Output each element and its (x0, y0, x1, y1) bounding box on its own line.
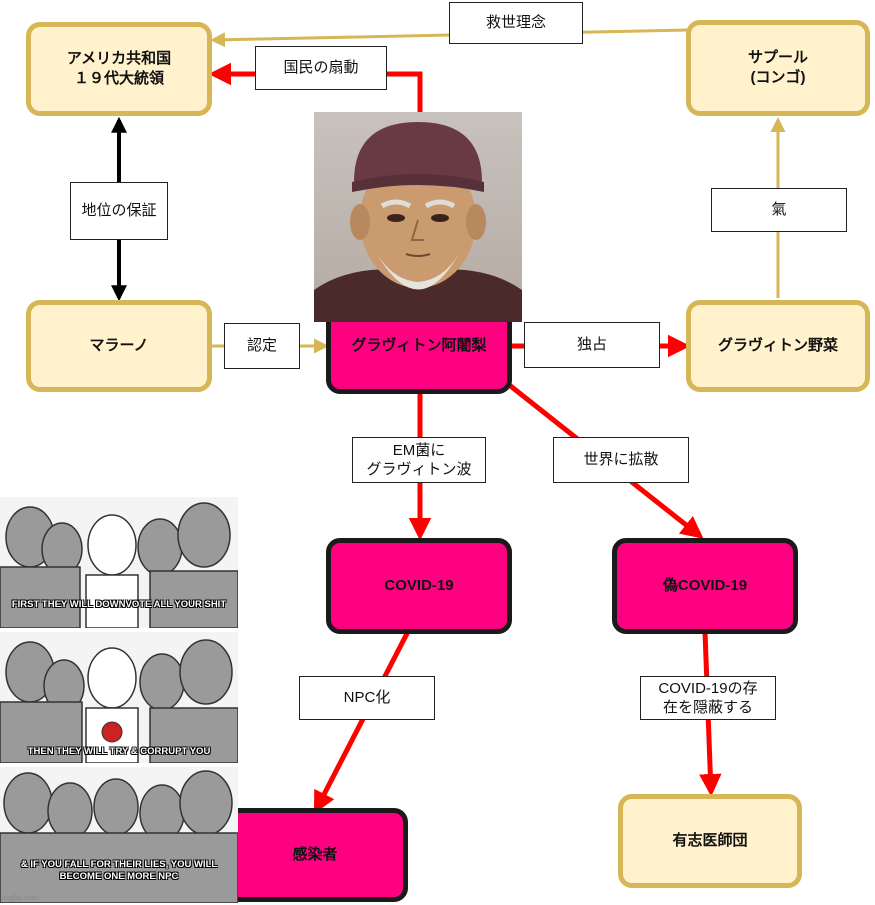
node-covid19: COVID-19 (326, 538, 512, 634)
meme-caption-2: THEN THEY WILL TRY & CORRUPT YOU (27, 746, 211, 757)
node-fake-covid19: 偽COVID-19 (612, 538, 798, 634)
npc-crowd-illustration-3 (0, 770, 238, 903)
node-us-president: アメリカ共和国 １９代大統領 (26, 22, 212, 116)
label-spread: 世界に拡散 (553, 437, 689, 483)
node-marano: マラーノ (26, 300, 212, 392)
node-sapeur: サプール (コンゴ) (686, 20, 870, 116)
label-salvation: 救世理念 (449, 2, 583, 44)
label-em-bacteria: EM菌に グラヴィトン波 (352, 437, 486, 483)
node-infected: 感染者 (222, 808, 408, 902)
label-monopoly: 独占 (524, 322, 660, 368)
label-conceal: COVID-19の存 在を隠蔽する (640, 676, 776, 720)
meme-caption-1: FIRST THEY WILL DOWNVOTE ALL YOUR SHIT (11, 599, 227, 610)
label-status-guarantee: 地位の保証 (70, 182, 168, 240)
meme-watermark: imgflip.com (2, 895, 38, 902)
label-incitement: 国民の扇動 (255, 46, 387, 90)
node-graviton-vegetable: グラヴィトン野菜 (686, 300, 870, 392)
node-volunteer-doctors: 有志医師団 (618, 794, 802, 888)
label-npc: NPC化 (299, 676, 435, 720)
npc-crowd-illustration (0, 502, 238, 628)
label-ki: 氣 (711, 188, 847, 232)
meme-caption-3: & IF YOU FALL FOR THEIR LIES, YOU WILL B… (20, 859, 218, 882)
npc-meme-panel-1: FIRST THEY WILL DOWNVOTE ALL YOUR SHIT (0, 497, 238, 628)
label-certification: 認定 (224, 323, 300, 369)
npc-meme-panel-2: THEN THEY WILL TRY & CORRUPT YOU (0, 632, 238, 763)
npc-meme-panel-3: & IF YOU FALL FOR THEIR LIES, YOU WILL B… (0, 767, 238, 903)
npc-crowd-illustration-2 (0, 639, 238, 763)
elderly-man-portrait (314, 112, 522, 322)
